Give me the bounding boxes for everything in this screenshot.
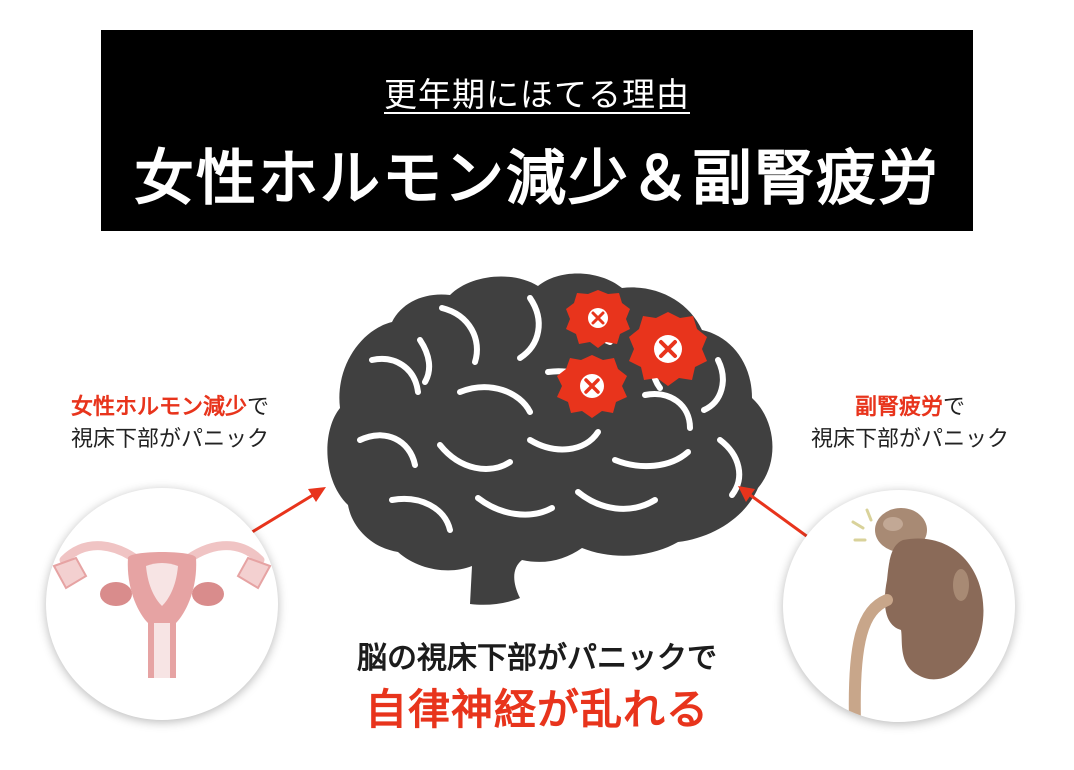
arrow-icon — [243, 487, 326, 539]
uterus-illustration — [52, 541, 272, 678]
right-cause-suffix: で — [943, 395, 966, 420]
uterus-circle — [46, 488, 278, 720]
banner-subtitle: 更年期にほてる理由 — [384, 75, 690, 114]
right-cause-line2: 視床下部がパニック — [810, 427, 1009, 452]
left-cause-line2: 視床下部がパニック — [70, 427, 269, 452]
right-cause-label: 副腎疲労で 視床下部がパニック — [770, 392, 1050, 456]
left-cause-accent: 女性ホルモン減少 — [70, 395, 247, 420]
error-x-icon — [557, 355, 627, 418]
error-x-icon — [629, 312, 707, 386]
kidney-circle — [783, 490, 1015, 722]
left-cause-label: 女性ホルモン減少で 視床下部がパニック — [30, 392, 310, 456]
kidney-illustration — [848, 508, 984, 722]
caption-line-1: 脳の視床下部がパニックで — [357, 641, 717, 676]
left-cause-suffix: で — [247, 395, 270, 420]
brain-illustration — [327, 273, 773, 605]
arrow-icon — [738, 486, 813, 542]
title-banner: 更年期にほてる理由 女性ホルモン減少＆副腎疲労 — [101, 30, 973, 231]
banner-title: 女性ホルモン減少＆副腎疲労 — [134, 144, 940, 214]
caption-line-2: 自律神経が乱れる — [364, 685, 709, 734]
error-x-icon — [566, 290, 630, 348]
right-cause-accent: 副腎疲労 — [854, 395, 943, 420]
